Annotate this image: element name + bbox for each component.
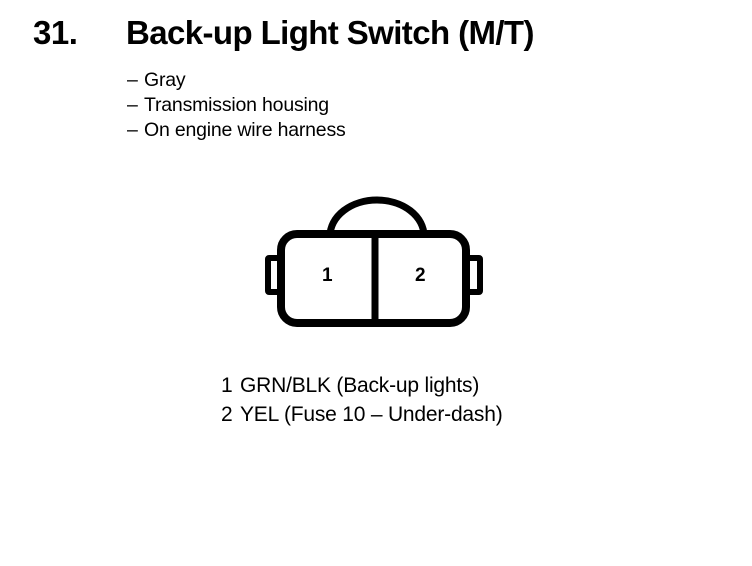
attribute-list: – Gray – Transmission housing – On engin…: [127, 68, 587, 143]
pin-legend-row: 1 GRN/BLK (Back-up lights): [221, 371, 641, 400]
pin-description: GRN/BLK (Back-up lights): [240, 374, 480, 397]
cavity-number-1: 1: [322, 265, 333, 286]
pin-number: 1: [221, 374, 233, 397]
pin-number: 2: [221, 403, 233, 426]
connector-diagram: 1 2: [260, 196, 490, 331]
page-title: 31. Back-up Light Switch (M/T): [33, 14, 713, 58]
attribute-item: – Transmission housing: [127, 93, 587, 118]
pin-legend-row: 2 YEL (Fuse 10 – Under-dash): [221, 400, 641, 429]
item-title: Back-up Light Switch (M/T): [126, 14, 534, 51]
pin-legend: 1 GRN/BLK (Back-up lights) 2 YEL (Fuse 1…: [221, 371, 641, 429]
attribute-label: Gray: [144, 69, 186, 91]
item-number: 31.: [33, 14, 78, 51]
attribute-item: – On engine wire harness: [127, 118, 587, 143]
attribute-label: Transmission housing: [144, 94, 329, 116]
cavity-number-2: 2: [415, 265, 426, 286]
attribute-item: – Gray: [127, 68, 587, 93]
attribute-label: On engine wire harness: [144, 119, 346, 141]
dash-bullet-icon: –: [127, 119, 138, 141]
dash-bullet-icon: –: [127, 69, 138, 91]
connector-outline-icon: [265, 196, 483, 327]
dash-bullet-icon: –: [127, 94, 138, 116]
pin-description: YEL (Fuse 10 – Under-dash): [240, 403, 503, 426]
locking-arch-icon: [326, 196, 428, 237]
